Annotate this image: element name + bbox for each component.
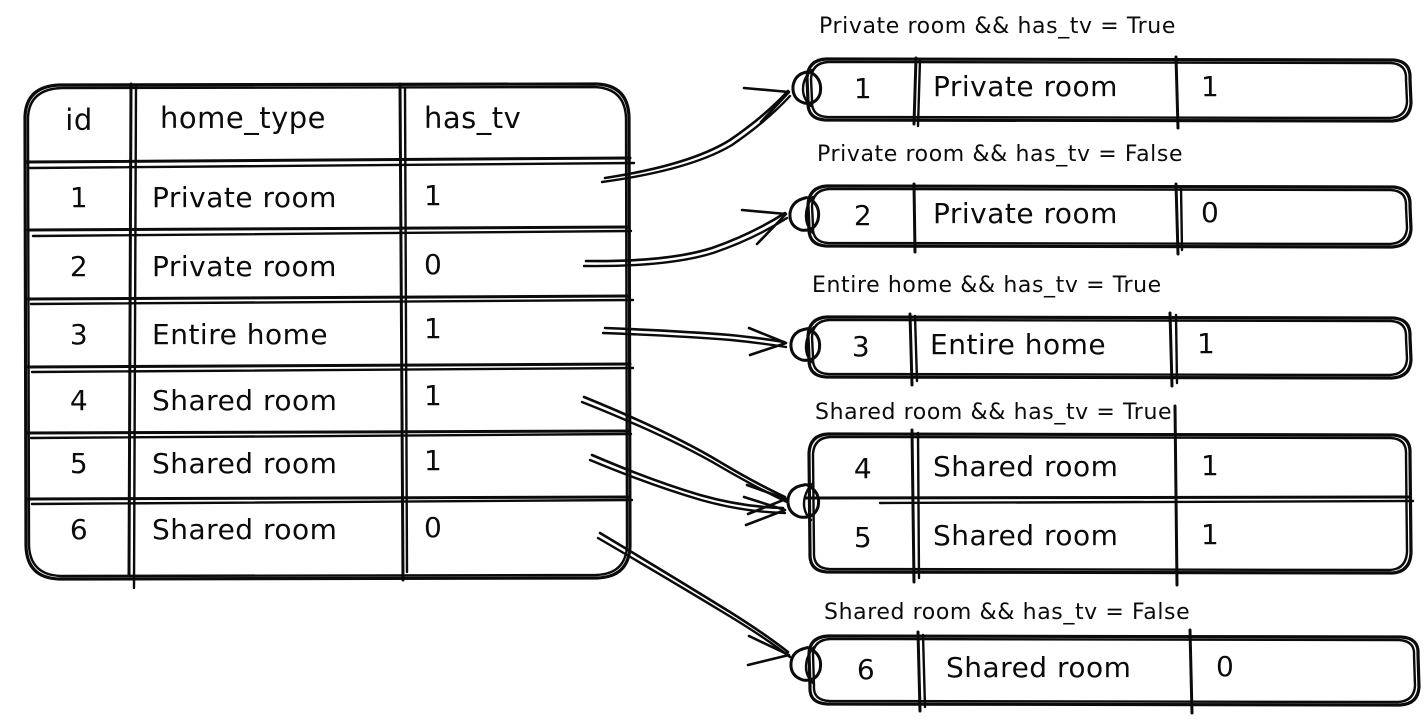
- group-row-id: 3: [851, 330, 871, 363]
- source-row-id: 5: [69, 447, 89, 480]
- group-row-id: 4: [853, 452, 873, 485]
- group-box-4: [804, 404, 1415, 587]
- source-table-header-id: id: [65, 103, 93, 137]
- group-row-home-type: Private room: [933, 197, 1118, 230]
- group-label: Private room && has_tv = True: [819, 14, 1176, 39]
- source-table-outline: [23, 82, 632, 581]
- group-row-has-tv: 0: [1201, 196, 1220, 229]
- group-row-home-type: Shared room: [933, 519, 1119, 552]
- source-row-home-type: Private room: [152, 181, 337, 214]
- group-row-id: 2: [853, 199, 873, 232]
- source-row-id: 2: [69, 250, 89, 283]
- source-row-home-type: Private room: [152, 250, 337, 283]
- source-row-has-tv: 1: [424, 379, 443, 412]
- source-table-row-separators: [24, 156, 636, 506]
- group-row-home-type: Shared room: [946, 651, 1132, 684]
- arrow-row6-to-group5: [596, 531, 792, 667]
- group-row-id: 6: [856, 653, 876, 686]
- source-row-id: 3: [69, 318, 89, 351]
- arrow-row4-to-group4: [580, 395, 789, 516]
- source-row-id: 1: [69, 181, 89, 214]
- source-table-header-has-tv: has_tv: [424, 101, 522, 135]
- source-row-home-type: Shared room: [152, 513, 338, 546]
- arrow-row3-to-group3: [601, 326, 788, 357]
- group-label: Shared room && has_tv = False: [824, 600, 1191, 625]
- source-row-home-type: Shared room: [152, 447, 338, 480]
- group-row-id: 5: [853, 521, 873, 554]
- arrow-row2-to-group2: [582, 208, 789, 268]
- group-label: Private room && has_tv = False: [817, 142, 1184, 167]
- group-connector-circle-2: [788, 195, 821, 235]
- group-label: Entire home && has_tv = True: [812, 273, 1162, 298]
- group-row-home-type: Private room: [933, 70, 1118, 103]
- source-row-has-tv: 1: [424, 312, 443, 345]
- arrow-row5-to-group4: [588, 453, 787, 527]
- group-row-id: 1: [853, 72, 873, 105]
- source-table-header-home-type: home_type: [160, 101, 326, 135]
- source-row-id: 6: [69, 513, 89, 546]
- source-row-has-tv: 1: [424, 444, 443, 477]
- group-row-has-tv: 1: [1201, 449, 1220, 482]
- group-connector-circle-5: [789, 645, 823, 685]
- source-row-has-tv: 1: [424, 179, 443, 212]
- group-row-has-tv: 1: [1201, 518, 1220, 551]
- group-connector-circle-4: [786, 482, 821, 522]
- group-connector-circle-3: [789, 325, 822, 365]
- source-row-has-tv: 0: [424, 511, 443, 544]
- arrow-row1-to-group1: [600, 86, 792, 184]
- group-label: Shared room && has_tv = True: [815, 400, 1173, 425]
- group-row-home-type: Entire home: [930, 328, 1107, 361]
- group-row-has-tv: 0: [1216, 650, 1235, 683]
- group-row-has-tv: 1: [1197, 327, 1216, 360]
- source-row-id: 4: [69, 384, 89, 417]
- group-row-has-tv: 1: [1201, 70, 1220, 103]
- group-connector-circle-1: [791, 68, 823, 108]
- source-row-home-type: Shared room: [152, 384, 338, 417]
- source-row-has-tv: 0: [424, 248, 443, 281]
- source-row-home-type: Entire home: [152, 318, 329, 351]
- group-row-home-type: Shared room: [933, 450, 1119, 483]
